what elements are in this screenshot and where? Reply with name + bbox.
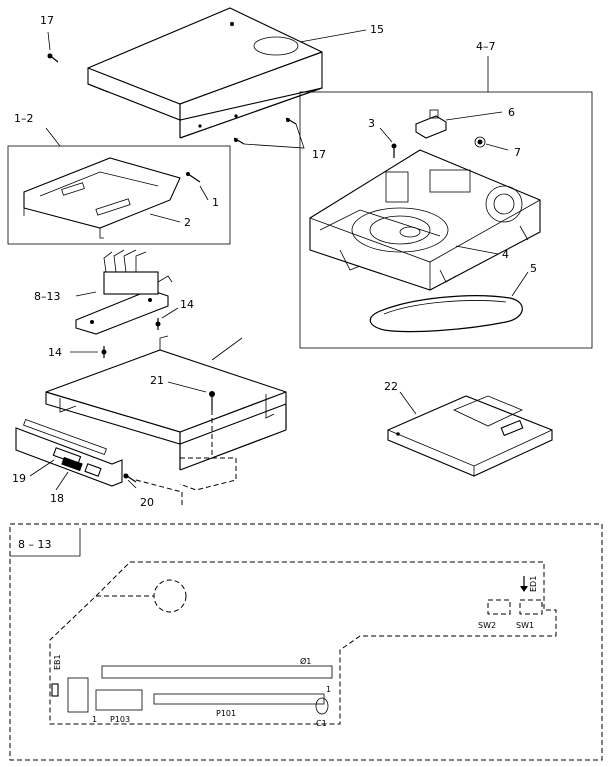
capacitor-c1: C1 1	[315, 685, 331, 728]
callout-4-7: 4–7	[476, 40, 496, 53]
spring-part-1	[186, 172, 201, 183]
eject-button-part-18	[61, 456, 83, 472]
callout-18: 18	[50, 492, 64, 505]
belt-part-5	[369, 295, 523, 333]
svg-text:1: 1	[92, 715, 97, 724]
pcb-detail-title: 8 – 13	[10, 528, 81, 557]
callout-20: 20	[140, 496, 154, 509]
callout-1: 1	[212, 196, 219, 209]
callout-15: 15	[370, 23, 384, 36]
callout-3: 3	[368, 117, 375, 130]
switch-sw2: SW2	[478, 599, 511, 630]
connector-p103: P103 1	[92, 689, 143, 724]
callout-5: 5	[530, 262, 537, 275]
group-box-4-7	[299, 91, 593, 349]
screw-part-14-right	[155, 318, 161, 330]
svg-text:C1: C1	[316, 719, 327, 728]
chassis-frame	[45, 335, 287, 471]
callout-22: 22	[384, 380, 398, 393]
callout-14-left: 14	[48, 346, 62, 359]
group-box-1-2	[7, 145, 231, 245]
svg-text:8 – 13: 8 – 13	[18, 538, 52, 551]
spring-part-7	[474, 136, 486, 148]
pcb-detail-box	[9, 523, 603, 761]
svg-text:ED1: ED1	[529, 576, 538, 592]
svg-text:SW1: SW1	[516, 621, 534, 630]
callout-1-2: 1–2	[14, 112, 34, 125]
bracket-part-2	[23, 157, 181, 239]
svg-text:1: 1	[326, 685, 331, 694]
connector-p101-top: Ø1	[101, 656, 333, 679]
led-part-20	[123, 473, 137, 483]
component-eb1: EB1	[51, 654, 89, 713]
svg-text:EB1: EB1	[53, 654, 62, 670]
circuit-board-part-8-13	[75, 249, 173, 335]
callout-6: 6	[508, 106, 515, 119]
svg-text:Ø1: Ø1	[300, 656, 311, 666]
screw-part-14-left	[101, 346, 107, 358]
top-cover-part-15	[87, 7, 323, 139]
screws-part-17-bottom	[233, 117, 297, 145]
pcb-board-outline	[49, 561, 557, 725]
callout-2: 2	[184, 216, 191, 229]
pcb-mount-hole	[153, 579, 187, 613]
callout-17-top: 17	[40, 14, 54, 27]
callout-21: 21	[150, 374, 164, 387]
led-ed1: ED1	[520, 576, 538, 592]
drive-mechanism-part-4	[309, 149, 541, 291]
callout-7: 7	[514, 146, 521, 159]
switch-sw1: SW1	[516, 599, 543, 630]
floppy-disk-part-22	[387, 395, 553, 477]
screw-part-17	[47, 53, 59, 63]
screw-part-21	[209, 391, 215, 410]
front-bezel-part-19	[15, 418, 123, 487]
callout-8-13: 8–13	[34, 290, 61, 303]
callout-14-right: 14	[180, 298, 194, 311]
callout-19: 19	[12, 472, 26, 485]
callout-4: 4	[502, 248, 509, 261]
connector-p101: P101	[153, 693, 325, 718]
svg-text:P101: P101	[216, 709, 236, 718]
svg-text:SW2: SW2	[478, 621, 496, 630]
screw-part-3	[391, 143, 397, 158]
svg-text:P103: P103	[110, 715, 130, 724]
sensor-part-6	[415, 109, 447, 139]
callout-17-bottom: 17	[312, 148, 326, 161]
